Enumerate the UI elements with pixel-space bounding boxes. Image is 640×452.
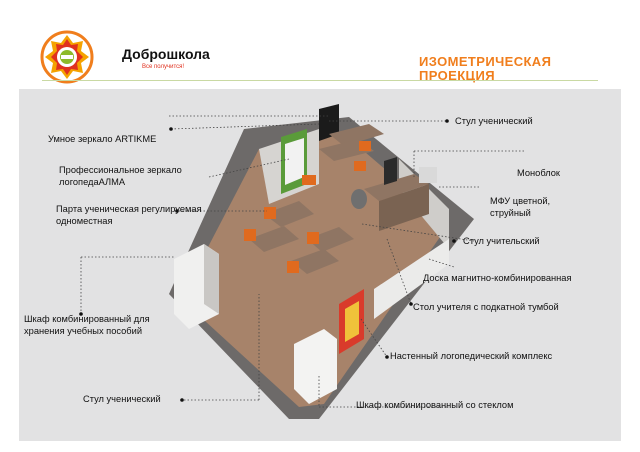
- label-combined-cabinet: Шкаф комбинированный для хранения учебны…: [24, 314, 150, 336]
- dobroshkola-logo: [40, 30, 94, 84]
- label-student-chair-top: Стул ученический: [455, 116, 533, 126]
- label-glass-cabinet: Шкаф комбинированный со стеклом: [356, 400, 514, 410]
- header: Доброшкола Все получится! ИЗОМЕТРИЧЕСКАЯ…: [0, 0, 640, 90]
- monoblock-shape: [384, 157, 397, 185]
- desk-front-1: [264, 201, 314, 227]
- chair-front-4: [287, 261, 299, 273]
- label-pro-mirror: Профессиональное зеркало логопедаАЛМА: [59, 165, 182, 187]
- chair-front-2: [244, 229, 256, 241]
- label-teacher-chair: Стул учительский: [463, 236, 540, 246]
- label-monoblock: Моноблок: [517, 168, 560, 178]
- label-mfu: МФУ цветной, струйный: [490, 196, 551, 218]
- chair-back-3: [354, 161, 366, 171]
- teacher-chair-shape: [351, 189, 367, 209]
- desk-front-4: [291, 249, 339, 274]
- chair-front-3: [307, 232, 319, 244]
- desk-back-1: [329, 124, 384, 146]
- mfu-shape: [419, 167, 437, 183]
- smart-mirror-shape: [319, 104, 339, 141]
- chair-back-2: [359, 141, 371, 151]
- room-illustration-panel: Стул ученический Умное зеркало ARTIKME М…: [19, 89, 621, 441]
- header-divider: [42, 80, 598, 81]
- chair-back-1: [302, 175, 316, 185]
- chair-front-1: [264, 207, 276, 219]
- desk-front-3: [307, 227, 354, 252]
- isometric-room-render: [169, 104, 474, 419]
- label-student-desk: Парта ученическая регулируемая одноместн…: [56, 204, 202, 226]
- slide-title: ИЗОМЕТРИЧЕСКАЯ ПРОЕКЦИЯ: [419, 54, 552, 83]
- label-student-chair-bottom: Стул ученический: [83, 394, 161, 404]
- brand-tagline: Все получится!: [142, 64, 185, 70]
- label-speech-complex: Настенный логопедический комплекс: [390, 351, 553, 361]
- desk-front-2: [249, 226, 299, 252]
- glass-cabinet-shape: [294, 329, 337, 404]
- callout-leaders: [79, 115, 524, 408]
- brand-name: Доброшкола: [122, 46, 210, 62]
- label-magnetic-board: Доска магнитно-комбинированная: [423, 273, 572, 283]
- teacher-desk-shape: [364, 174, 429, 201]
- label-smart-mirror: Умное зеркало ARTIKME: [48, 134, 157, 144]
- label-teacher-desk: Стол учителя с подкатной тумбой: [413, 302, 559, 312]
